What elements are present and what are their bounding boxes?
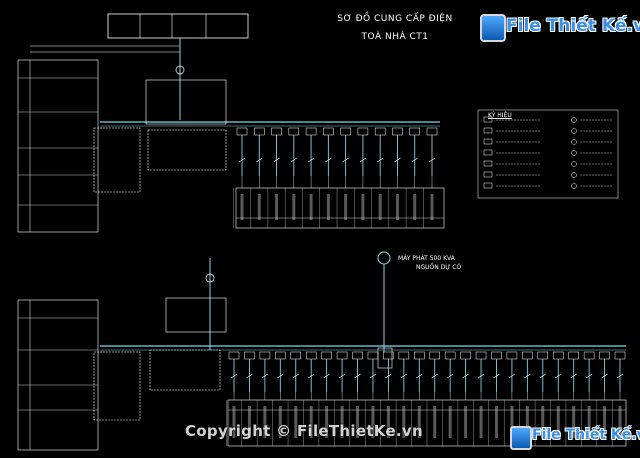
feeder-group-top xyxy=(233,127,438,228)
feeder-circuit xyxy=(426,351,440,446)
feeder-table-bottom xyxy=(227,399,627,447)
incoming-feeder-box xyxy=(107,13,249,39)
feeder-circuit xyxy=(442,351,456,446)
feeder-circuit xyxy=(581,351,595,446)
feeder-circuit xyxy=(336,127,351,228)
feeder-circuit xyxy=(405,127,420,228)
feeder-circuit xyxy=(380,351,394,446)
feeder-circuit xyxy=(354,127,369,228)
diagram-title: SƠ ĐỒ CUNG CẤP ĐIỆN xyxy=(337,14,453,24)
feeder-circuit xyxy=(534,351,549,446)
watermark-logo-bottom: File Thiết Kế.vn xyxy=(510,424,640,450)
feeder-circuit xyxy=(388,127,403,228)
feeder-table-top xyxy=(235,187,445,229)
feeder-circuit xyxy=(365,351,379,446)
legend-row xyxy=(483,160,612,167)
generator-symbol xyxy=(377,251,391,265)
feeder-circuit xyxy=(267,127,282,228)
feeder-circuit xyxy=(371,127,386,228)
legend-box xyxy=(477,109,619,199)
feeder-circuit xyxy=(334,351,348,446)
feeder-circuit xyxy=(504,351,518,446)
legend-row xyxy=(483,171,612,178)
legend-heading: KÝ HIỆU xyxy=(488,112,512,119)
feeder-circuit xyxy=(473,351,487,446)
legend-rows xyxy=(483,116,612,189)
feeder-circuit xyxy=(233,127,248,228)
legend-row xyxy=(483,116,612,123)
feeder-circuit xyxy=(272,351,286,446)
feeder-circuit xyxy=(303,351,317,446)
feeder-circuit xyxy=(241,351,255,446)
feeder-circuit xyxy=(257,351,271,446)
legend-row xyxy=(483,149,612,156)
feeder-group-bottom xyxy=(226,351,626,446)
legend-row xyxy=(483,127,612,134)
feeder-circuit xyxy=(612,351,626,446)
watermark-logo-top: File Thiết Kế.vn xyxy=(480,10,640,44)
diagram-subtitle: TOÀ NHÀ CT1 xyxy=(361,32,429,42)
watermark-logo-text: File Thiết Kế.vn xyxy=(506,16,640,36)
feeder-circuit xyxy=(596,351,610,446)
generator-source-label: NGUỒN DỰ CÓ xyxy=(416,264,462,271)
feeder-circuit xyxy=(318,351,332,446)
feeder-circuit xyxy=(287,351,302,446)
legend-row xyxy=(483,138,612,145)
left-legend-table-top xyxy=(17,59,99,233)
feeder-circuit xyxy=(565,351,579,446)
feeder-circuit xyxy=(550,351,564,446)
feeder-circuit xyxy=(226,351,240,446)
legend-row xyxy=(483,182,612,189)
feeder-circuit xyxy=(349,351,363,446)
watermark-logo-text-bottom: File Thiết Kế.vn xyxy=(532,427,640,443)
feeder-circuit xyxy=(411,351,425,446)
feeder-circuit xyxy=(285,127,300,228)
feeder-circuit xyxy=(488,351,502,446)
file-tag-icon xyxy=(510,426,532,450)
file-tag-icon xyxy=(480,14,506,42)
feeder-circuit xyxy=(423,127,438,228)
feeder-circuit xyxy=(457,351,471,446)
feeder-circuit xyxy=(395,351,410,446)
feeder-circuit xyxy=(302,127,317,228)
watermark-copyright: Copyright © FileThietKe.vn xyxy=(185,422,423,440)
feeder-circuit xyxy=(319,127,334,228)
left-legend-table-bottom xyxy=(17,299,99,451)
feeder-circuit xyxy=(250,127,265,228)
generator-label: MÁY PHÁT 500 KVA xyxy=(398,255,455,262)
